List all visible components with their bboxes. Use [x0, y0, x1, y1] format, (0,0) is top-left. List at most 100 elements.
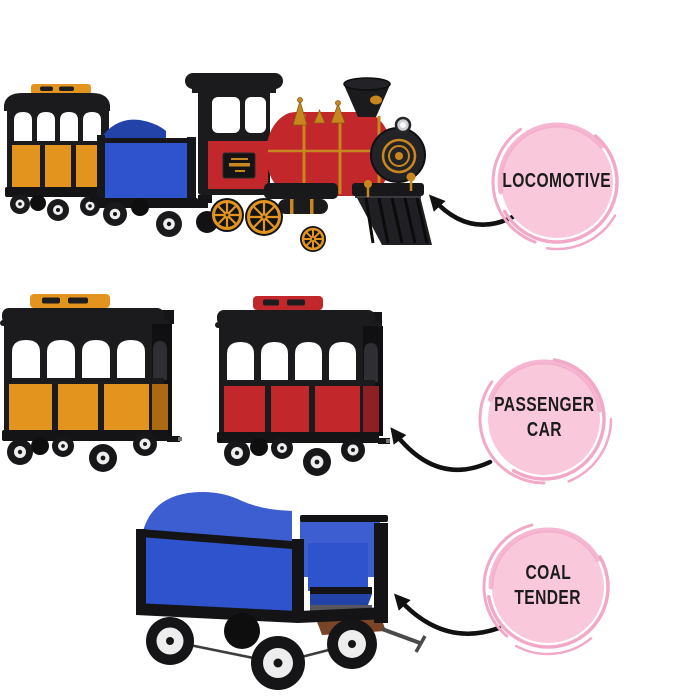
window-arch-side	[364, 343, 378, 382]
smokebox-ring	[381, 138, 417, 174]
locomotive-badge: LOCOMOTIVE	[482, 110, 632, 260]
window-arches	[227, 342, 356, 382]
wheel	[341, 438, 365, 462]
hitch	[378, 438, 390, 444]
chassis-rail	[136, 603, 298, 623]
wheel	[271, 437, 293, 459]
top-rail	[100, 138, 194, 143]
hitch-tip	[178, 437, 182, 441]
smokebox-hub	[395, 152, 403, 160]
wheel	[251, 636, 305, 690]
wheel	[7, 439, 33, 465]
panel-divider	[52, 384, 58, 430]
wagon-body	[140, 533, 292, 613]
wheel	[224, 440, 250, 466]
mid-rail	[219, 380, 375, 387]
panel-divider	[265, 386, 271, 432]
badge-label-line: CAR	[526, 419, 562, 441]
wheel	[250, 438, 268, 456]
corner-post	[374, 523, 388, 623]
vent-slot	[68, 297, 88, 304]
side-panel-face	[152, 384, 168, 430]
corner-post	[292, 539, 304, 621]
vent-slot	[59, 86, 74, 91]
nameplate-text-marks	[229, 158, 250, 172]
front-deck	[352, 183, 424, 196]
wheel	[327, 619, 377, 669]
coal-tender-badge: COAL TENDER	[473, 515, 623, 665]
corner-post	[97, 135, 105, 203]
side-panel-face	[363, 386, 379, 432]
coal-tender-illustration	[136, 492, 427, 690]
passenger-car-red-illustration	[215, 296, 390, 476]
cab-window	[212, 97, 240, 133]
badge-label-line: TENDER	[514, 587, 582, 609]
panel-divider	[309, 386, 315, 432]
wheel	[146, 617, 194, 665]
seat-back	[308, 543, 368, 591]
wheel	[156, 211, 182, 237]
wheel	[245, 198, 283, 236]
valve-knobs	[364, 172, 416, 197]
wheel	[103, 202, 127, 226]
seat-shadow	[310, 605, 372, 613]
smokestack	[344, 82, 390, 117]
boiler	[266, 112, 392, 196]
panel-divider	[98, 384, 104, 430]
chassis-rail	[298, 607, 388, 623]
seat-board	[310, 594, 372, 605]
passenger-car-orange-illustration	[0, 294, 182, 472]
badge-label-line: COAL	[525, 562, 571, 584]
curved-arrow-icon	[393, 593, 502, 636]
smokestack-emblem	[370, 95, 382, 105]
cylinder-band	[310, 199, 314, 214]
seat-edge	[310, 587, 372, 594]
headlamp-lens	[400, 122, 406, 128]
wheel	[300, 226, 326, 252]
hitch	[196, 202, 208, 208]
wheel	[224, 613, 260, 649]
hitch	[90, 196, 100, 202]
underframe	[264, 183, 338, 199]
curved-arrow-icon	[390, 427, 493, 472]
passenger-car-badge: PASSENGER CAR	[469, 347, 619, 497]
vent-slot	[263, 299, 279, 306]
coal-tender-small	[90, 119, 208, 237]
wheel	[47, 199, 69, 221]
wheel	[131, 198, 149, 216]
cab-window	[245, 97, 266, 133]
panel-divider	[71, 145, 76, 187]
cylinder-band	[290, 199, 294, 214]
badge-label-line: PASSENGER	[493, 394, 595, 416]
wagon-body	[100, 140, 194, 200]
hitch-tip	[386, 439, 390, 443]
vent-slot	[287, 299, 305, 306]
badge-label-line: LOCOMOTIVE	[502, 169, 612, 192]
rear-top-trim	[300, 515, 388, 522]
wheel	[52, 435, 74, 457]
panel-divider	[40, 145, 45, 187]
hitch	[198, 195, 212, 203]
vent-slot	[40, 86, 53, 91]
full-train-illustration	[4, 73, 432, 252]
wheel	[30, 195, 46, 211]
badge-brush-circle	[475, 350, 613, 488]
smokebox-ring	[388, 145, 410, 167]
wheel	[133, 432, 157, 456]
roof	[4, 93, 110, 111]
boiler-finials	[292, 97, 346, 126]
mid-rail	[4, 378, 164, 385]
vent-slot	[42, 297, 60, 304]
corner-post	[136, 529, 146, 611]
window-arches	[12, 340, 145, 380]
wheel	[303, 448, 331, 476]
steam-cylinder	[278, 199, 328, 214]
corner-post	[187, 137, 196, 203]
tow-bar	[381, 627, 421, 645]
side-panel	[9, 384, 149, 430]
hitch	[167, 436, 180, 442]
wheel	[10, 194, 30, 214]
coal-tender-label: COAL TENDER	[473, 515, 623, 665]
cowcatcher-slats	[364, 197, 429, 244]
